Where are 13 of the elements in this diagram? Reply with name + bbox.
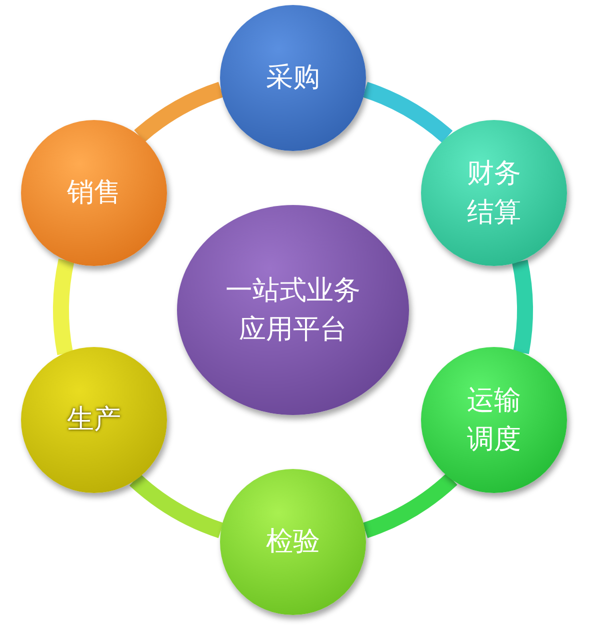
node-label: 运输调度: [466, 384, 522, 457]
node-label: 一站式业务应用平台: [224, 274, 362, 347]
ring-connector: [134, 82, 224, 142]
node-label: 销售: [66, 176, 122, 210]
node-label: 检验: [264, 525, 321, 560]
ring-connector: [512, 260, 533, 354]
ring-connector: [130, 474, 224, 538]
node-label: 采购: [264, 61, 321, 96]
node-label: 财务结算: [466, 156, 522, 230]
ring-connector: [362, 82, 452, 144]
ring-connector: [362, 472, 457, 538]
ring-connector: [53, 259, 74, 355]
node-label: 生产: [66, 403, 122, 438]
